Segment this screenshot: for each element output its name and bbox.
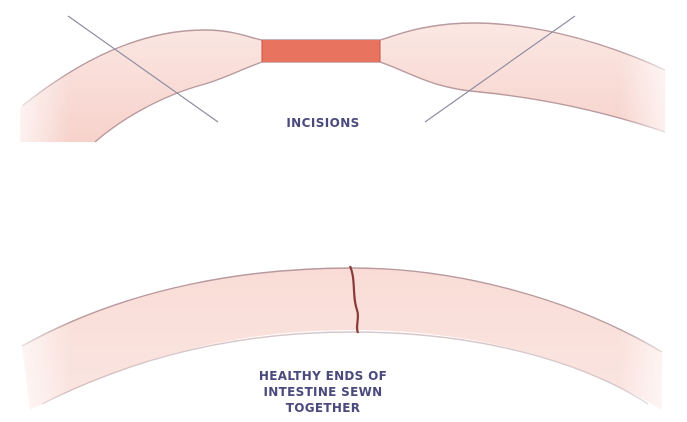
intestine-before: [0, 20, 687, 150]
result-label-line-1: HEALTHY ENDS OF: [223, 368, 423, 384]
result-label: HEALTHY ENDS OF INTESTINE SEWN TOGETHER: [223, 368, 423, 416]
incisions-label: INCISIONS: [223, 116, 423, 130]
diseased-segment: [262, 40, 380, 62]
result-label-line-2: INTESTINE SEWN: [223, 384, 423, 400]
result-label-line-3: TOGETHER: [223, 400, 423, 416]
